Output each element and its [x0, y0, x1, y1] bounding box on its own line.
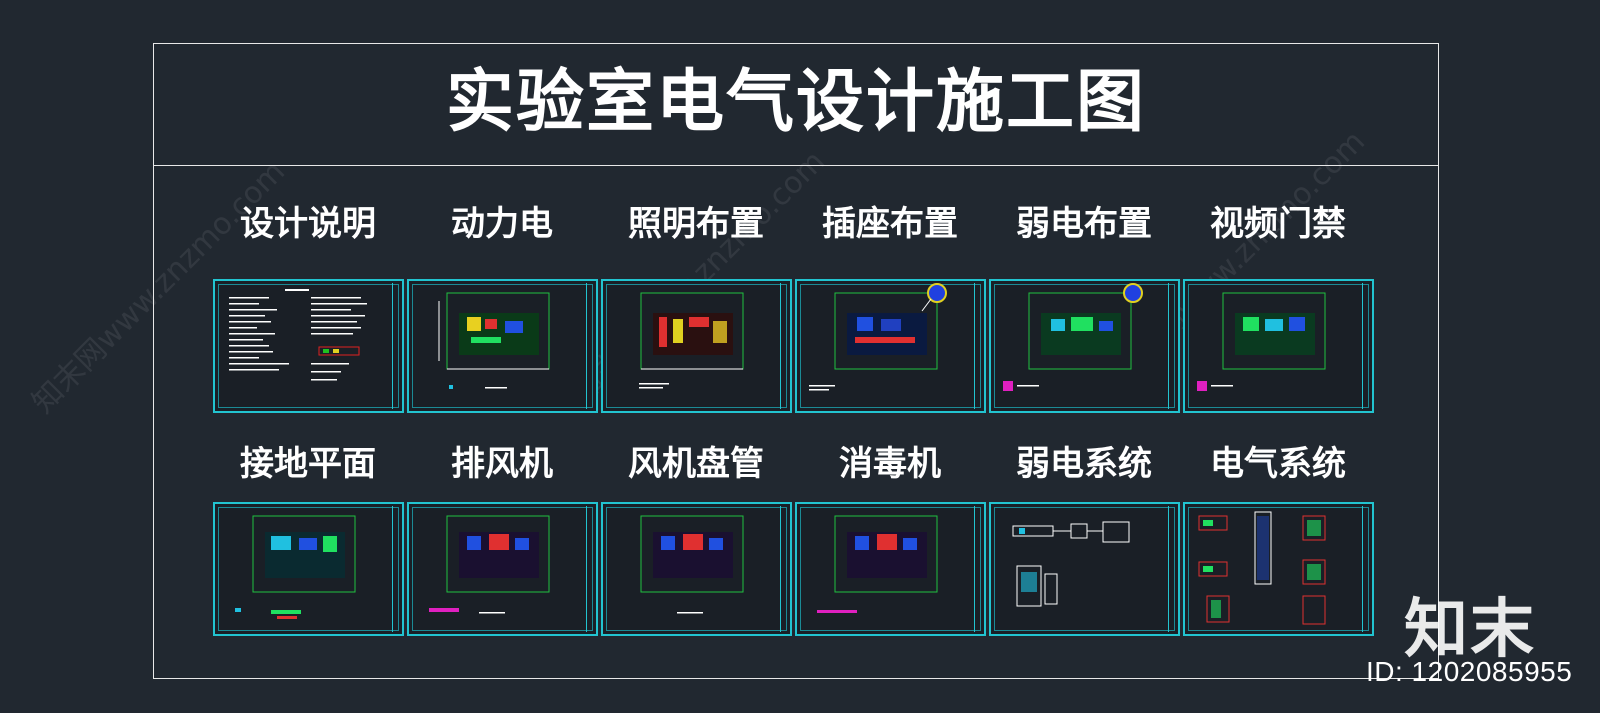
label-row2-6: 电气系统	[1210, 444, 1346, 484]
label-row1-2: 动力电	[451, 204, 553, 244]
notes-text-art	[229, 289, 367, 381]
floorplan-art	[438, 292, 550, 389]
floorplan-art	[809, 283, 947, 391]
sheet-fan-coil[interactable]	[601, 502, 792, 636]
sheet-exhaust-fan[interactable]	[407, 502, 598, 636]
label-row2-2: 排风机	[451, 444, 553, 484]
title-divider	[154, 165, 1438, 166]
brand-logo-text: 知末	[1404, 593, 1536, 667]
sheet-design-notes[interactable]	[213, 279, 404, 413]
floorplan-art	[235, 515, 356, 619]
sheet-weak-current-layout[interactable]	[989, 279, 1180, 413]
system-diagram-art	[1012, 521, 1130, 607]
label-row2-5: 弱电系统	[1016, 444, 1152, 484]
label-row1-4: 插座布置	[822, 204, 958, 244]
floorplan-art	[1197, 292, 1326, 391]
label-row1-3: 照明布置	[628, 204, 764, 244]
sheet-weak-current-system[interactable]	[989, 502, 1180, 636]
sheet-disinfector[interactable]	[795, 502, 986, 636]
floorplan-art	[640, 515, 744, 614]
label-row1-5: 弱电布置	[1016, 204, 1152, 244]
label-row2-1: 接地平面	[240, 444, 376, 484]
label-row2-3: 风机盘管	[628, 444, 764, 484]
id-label: ID: 1202085955	[1366, 656, 1573, 687]
sheet-video-access[interactable]	[1183, 279, 1374, 413]
sheet-lighting[interactable]	[601, 279, 792, 413]
sheet-socket[interactable]	[795, 279, 986, 413]
label-row1-6: 视频门禁	[1210, 204, 1346, 244]
page-title: 实验室电气设计施工图	[445, 63, 1146, 142]
system-diagram-art	[1198, 511, 1326, 625]
sheet-electrical-system[interactable]	[1183, 502, 1374, 636]
floorplan-art	[1003, 283, 1143, 391]
sheet-power[interactable]	[407, 279, 598, 413]
sheet-grounding[interactable]	[213, 502, 404, 636]
floorplan-art	[817, 515, 938, 613]
label-row1-1: 设计说明	[240, 204, 376, 244]
drawing-frame: 实验室电气设计施工图	[153, 43, 1439, 679]
floorplan-art	[429, 515, 550, 614]
label-row2-4: 消毒机	[839, 444, 941, 484]
floorplan-art	[639, 292, 744, 389]
